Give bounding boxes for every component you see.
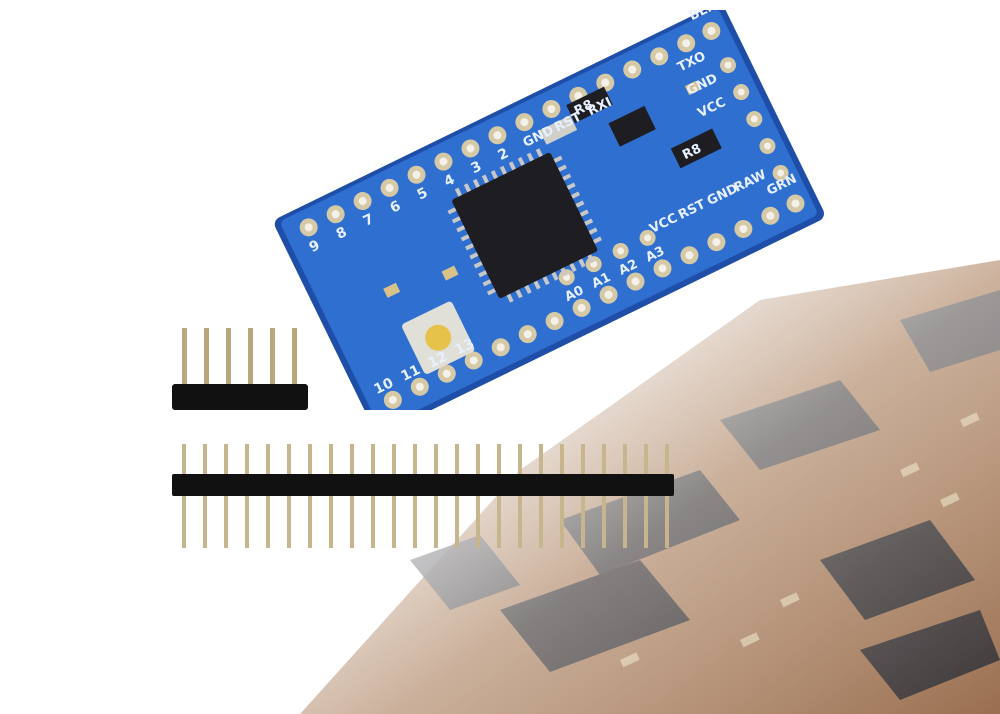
regulator-chip: [608, 105, 656, 147]
crystal-oscillator: [539, 115, 578, 145]
r8-component: [566, 86, 613, 124]
header-pins: [182, 328, 297, 388]
microcontroller-chip: [447, 148, 602, 303]
capacitor: [383, 282, 401, 298]
label-12: 12: [425, 349, 450, 372]
arduino-pro-mini-board: BLK TXO GND GND RST RXI VCC GRN RAW GND …: [274, 10, 824, 410]
capacitor: [684, 80, 701, 96]
reset-button: [402, 301, 475, 374]
right-pad-column: [720, 57, 789, 181]
twenty-four-pin-header: [172, 444, 674, 548]
label-11: 11: [399, 362, 424, 385]
label-13: 13: [452, 336, 477, 359]
header-body: [172, 384, 308, 410]
long-header-body: [172, 474, 674, 496]
top-pad-row: [299, 21, 721, 237]
capacitor: [441, 265, 459, 281]
r8-component: [670, 128, 722, 169]
six-pin-header: [172, 328, 308, 410]
label-10: 10: [372, 375, 397, 398]
bottom-pad-row: [383, 194, 805, 409]
